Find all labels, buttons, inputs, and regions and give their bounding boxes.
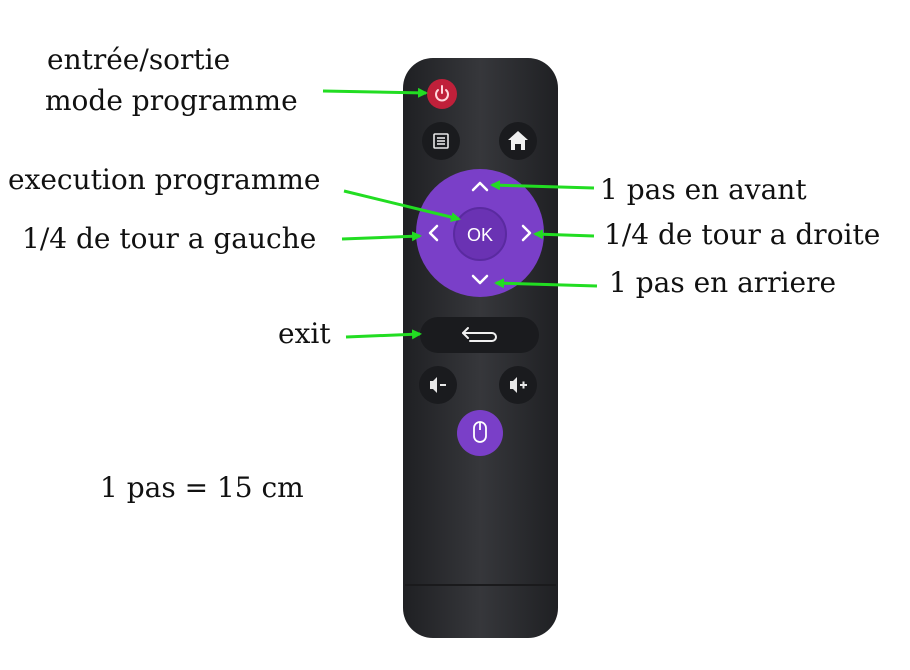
arrow-exit [345, 329, 422, 340]
mouse-button[interactable] [457, 410, 503, 456]
dpad: OK [416, 169, 544, 297]
volume-up-icon [510, 377, 527, 393]
back-button[interactable] [420, 317, 539, 353]
label-ok: execution programme [8, 163, 321, 196]
remote-control: OK [403, 58, 558, 638]
label-power-line2: mode programme [45, 84, 298, 117]
label-right: 1/4 de tour a droite [604, 218, 881, 251]
dpad-right-button[interactable] [521, 224, 532, 242]
power-button[interactable] [427, 79, 457, 109]
label-left: 1/4 de tour a gauche [22, 222, 317, 255]
dpad-down-button[interactable] [471, 274, 489, 285]
arrow-ok [343, 189, 461, 222]
label-up: 1 pas en avant [600, 173, 807, 206]
volume-down-button[interactable] [419, 366, 457, 404]
menu-icon [433, 133, 449, 149]
label-scale: 1 pas = 15 cm [100, 471, 304, 504]
home-icon [508, 131, 528, 150]
dpad-up-button[interactable] [471, 181, 489, 192]
volume-up-button[interactable] [499, 366, 537, 404]
dpad-left-button[interactable] [428, 224, 439, 242]
label-exit: exit [278, 317, 331, 350]
arrow-left [341, 231, 422, 242]
home-button[interactable] [499, 122, 537, 160]
ok-label: OK [467, 225, 493, 245]
label-down: 1 pas en arriere [609, 266, 837, 299]
ok-button[interactable]: OK [453, 207, 507, 261]
mouse-icon [473, 421, 487, 443]
arrow-up [490, 180, 595, 191]
annotation-arrows [322, 87, 598, 340]
volume-down-icon [430, 377, 446, 393]
arrow-right [533, 229, 595, 240]
arrow-power [322, 87, 428, 98]
back-icon [462, 327, 497, 342]
arrow-down [494, 278, 598, 289]
label-power-line1: entrée/sortie [47, 43, 231, 76]
power-icon [435, 85, 449, 102]
menu-button[interactable] [422, 122, 460, 160]
